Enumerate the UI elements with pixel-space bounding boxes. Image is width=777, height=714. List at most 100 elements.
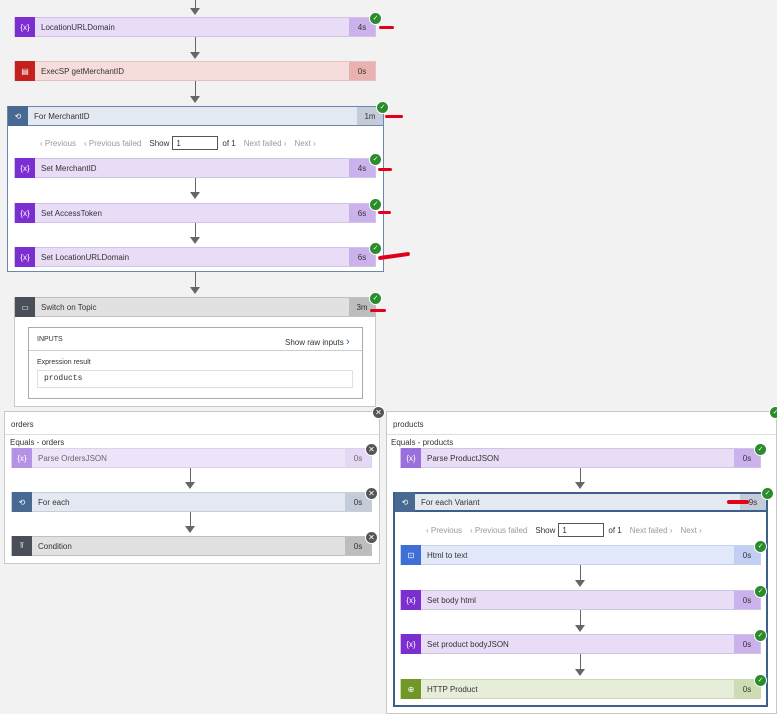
show-label: Show [149, 138, 170, 148]
action-duration: 0s [734, 449, 760, 467]
action-condition[interactable]: ⫪ Condition 0s [11, 536, 372, 556]
expression-value: products [37, 370, 353, 388]
next-button[interactable]: Next › [680, 525, 702, 535]
action-set-merchant-id[interactable]: {x} Set MerchantID 4s [14, 158, 376, 178]
variable-icon: {x} [12, 448, 32, 468]
next-failed-button[interactable]: Next failed › [243, 138, 287, 148]
condition-icon: ⫪ [12, 536, 32, 556]
success-check-icon: ✓ [761, 487, 774, 500]
action-duration: 0s [345, 537, 371, 555]
iteration-input[interactable] [172, 136, 219, 150]
action-switch-on-topic[interactable]: ▭ Switch on Topic 3m [14, 297, 376, 317]
action-set-body-html[interactable]: {x} Set body html 0s [400, 590, 761, 610]
connector-arrow [185, 526, 195, 533]
connector-arrow [575, 625, 585, 632]
loop-icon: ⟲ [8, 106, 28, 126]
success-check-icon: ✓ [754, 585, 767, 598]
action-name: Set LocationURLDomain [41, 252, 130, 262]
loop-icon: ⟲ [12, 492, 32, 512]
variable-icon: {x} [15, 158, 35, 178]
action-name: Set AccessToken [41, 208, 102, 218]
action-name: Switch on Topic [41, 302, 97, 312]
connector-arrow [575, 669, 585, 676]
connector-arrow [575, 580, 585, 587]
action-parse-orders-json[interactable]: {x} Parse OrdersJSON 0s [11, 448, 372, 468]
red-annotation-mark [378, 168, 392, 171]
action-parse-product-json[interactable]: {x} Parse ProductJSON 0s [400, 448, 761, 468]
connector-arrow [185, 482, 195, 489]
previous-failed-button[interactable]: ‹ Previous failed [470, 525, 528, 535]
success-check-icon: ✓ [369, 242, 382, 255]
variable-icon: {x} [15, 17, 35, 37]
success-check-icon: ✓ [369, 198, 382, 211]
action-name: Set body html [427, 595, 476, 605]
success-check-icon: ✓ [769, 406, 777, 419]
connector-line [580, 610, 581, 626]
action-name: Set MerchantID [41, 163, 97, 173]
success-check-icon: ✓ [754, 629, 767, 642]
red-annotation-mark [379, 26, 394, 29]
variable-icon: {x} [15, 203, 35, 223]
case-condition: Equals - products [391, 438, 454, 447]
connector-line [190, 468, 191, 483]
connector-arrow [190, 287, 200, 294]
action-duration: 6s [349, 204, 375, 222]
action-duration: 6s [349, 248, 375, 266]
action-name: Html to text [427, 550, 468, 560]
action-duration: 0s [734, 635, 760, 653]
red-annotation-mark [727, 500, 749, 504]
action-name: Condition [38, 541, 72, 551]
next-failed-button[interactable]: Next failed › [629, 525, 673, 535]
connector-line [580, 654, 581, 670]
action-name: For MerchantID [34, 111, 90, 121]
show-label: Show [535, 525, 556, 535]
action-set-access-token[interactable]: {x} Set AccessToken 6s [14, 203, 376, 223]
case-condition: Equals - orders [10, 438, 65, 447]
red-annotation-mark [378, 211, 391, 214]
loop-icon: ⟲ [395, 492, 415, 512]
action-set-product-body-json[interactable]: {x} Set product bodyJSON 0s [400, 634, 761, 654]
iteration-input[interactable] [558, 523, 605, 537]
action-duration: 4s [349, 159, 375, 177]
action-name: Parse ProductJSON [427, 453, 500, 463]
action-duration: 0s [734, 680, 760, 698]
skipped-icon: ✕ [365, 531, 378, 544]
success-check-icon: ✓ [376, 101, 389, 114]
chevron-right-icon: › [345, 336, 350, 348]
connector-arrow [190, 192, 200, 199]
next-button[interactable]: Next › [294, 138, 316, 148]
connector-line [195, 223, 196, 239]
action-for-each[interactable]: ⟲ For each 0s [11, 492, 372, 512]
variable-icon: {x} [401, 448, 421, 468]
action-for-merchant-id[interactable]: ⟲ For MerchantID 1m [7, 106, 384, 126]
action-duration: 0s [349, 62, 375, 80]
success-check-icon: ✓ [754, 540, 767, 553]
action-http-product[interactable]: ⊕ HTTP Product 0s [400, 679, 761, 699]
connector-line [195, 37, 196, 54]
inputs-header [29, 328, 362, 351]
action-name: For each Variant [421, 497, 480, 507]
action-duration: 0s [345, 493, 371, 511]
html-to-text-icon: ⊡ [401, 545, 421, 565]
connector-arrow [190, 237, 200, 244]
action-html-to-text[interactable]: ⊡ Html to text 0s [400, 545, 761, 565]
action-name: HTTP Product [427, 684, 478, 694]
previous-failed-button[interactable]: ‹ Previous failed [84, 138, 142, 148]
inputs-panel: INPUTS Show raw inputs › Expression resu… [28, 327, 363, 399]
action-exec-sp[interactable]: ▤ ExecSP getMerchantID 0s [14, 61, 376, 81]
close-icon[interactable]: ✕ [372, 406, 385, 419]
action-for-each-variant[interactable]: ⟲ For each Variant 9s [393, 492, 768, 512]
action-set-location-url-domain[interactable]: {x} Set LocationURLDomain 6s [14, 247, 376, 267]
action-name: LocationURLDomain [41, 22, 115, 32]
red-annotation-mark [385, 115, 403, 118]
action-duration: 0s [734, 546, 760, 564]
previous-button[interactable]: ‹ Previous [40, 138, 77, 148]
success-check-icon: ✓ [369, 153, 382, 166]
connector-line [195, 272, 196, 289]
action-location-url-domain[interactable]: {x} LocationURLDomain 4s [14, 17, 376, 37]
variable-icon: {x} [401, 634, 421, 654]
previous-button[interactable]: ‹ Previous [426, 525, 463, 535]
show-raw-inputs-link[interactable]: Show raw inputs › [285, 336, 350, 348]
divider [5, 434, 379, 435]
iteration-pager: ‹ Previous ‹ Previous failed Show of 1 N… [426, 523, 710, 537]
